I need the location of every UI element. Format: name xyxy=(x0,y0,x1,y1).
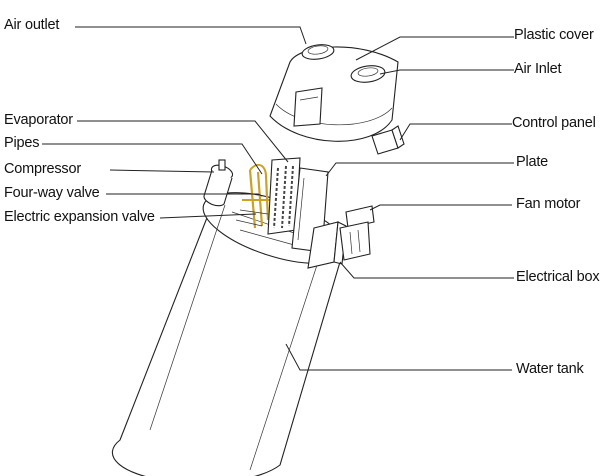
label-water-tank: Water tank xyxy=(516,361,584,377)
label-control-panel: Control panel xyxy=(512,115,596,131)
pipes-drawing xyxy=(235,163,270,229)
leader-fan-motor xyxy=(369,204,512,211)
leader-compressor xyxy=(109,169,215,173)
leader-expansion-valve xyxy=(159,213,257,219)
label-electrical-box: Electrical box xyxy=(516,269,600,285)
leader-four-way-valve xyxy=(106,193,263,197)
label-air-outlet: Air outlet xyxy=(4,17,60,33)
leader-electrical-box xyxy=(339,261,514,279)
leader-pipes xyxy=(42,143,263,175)
label-pipes: Pipes xyxy=(4,135,40,151)
leader-water-tank xyxy=(285,343,512,371)
label-evaporator: Evaporator xyxy=(4,112,73,128)
label-plastic-cover: Plastic cover xyxy=(514,27,594,43)
label-fan-motor: Fan motor xyxy=(516,196,581,212)
leader-air-inlet xyxy=(379,69,514,75)
leader-evaporator xyxy=(77,120,289,163)
label-air-inlet: Air Inlet xyxy=(514,61,562,77)
plastic-cover-drawing xyxy=(269,44,399,142)
label-electric-expansion-valve: Electric expansion valve xyxy=(4,209,155,225)
leader-control-panel xyxy=(399,123,512,141)
label-compressor: Compressor xyxy=(4,161,81,177)
leader-plastic-cover xyxy=(355,36,514,61)
compressor-drawing xyxy=(203,159,234,207)
label-four-way-valve: Four-way valve xyxy=(4,185,100,201)
leader-air-outlet xyxy=(75,26,307,45)
fan-motor-drawing xyxy=(339,205,375,261)
leader-plate xyxy=(325,162,514,177)
label-plate: Plate xyxy=(516,154,549,170)
leader-lines xyxy=(42,26,514,371)
control-panel-drawing xyxy=(371,125,405,155)
